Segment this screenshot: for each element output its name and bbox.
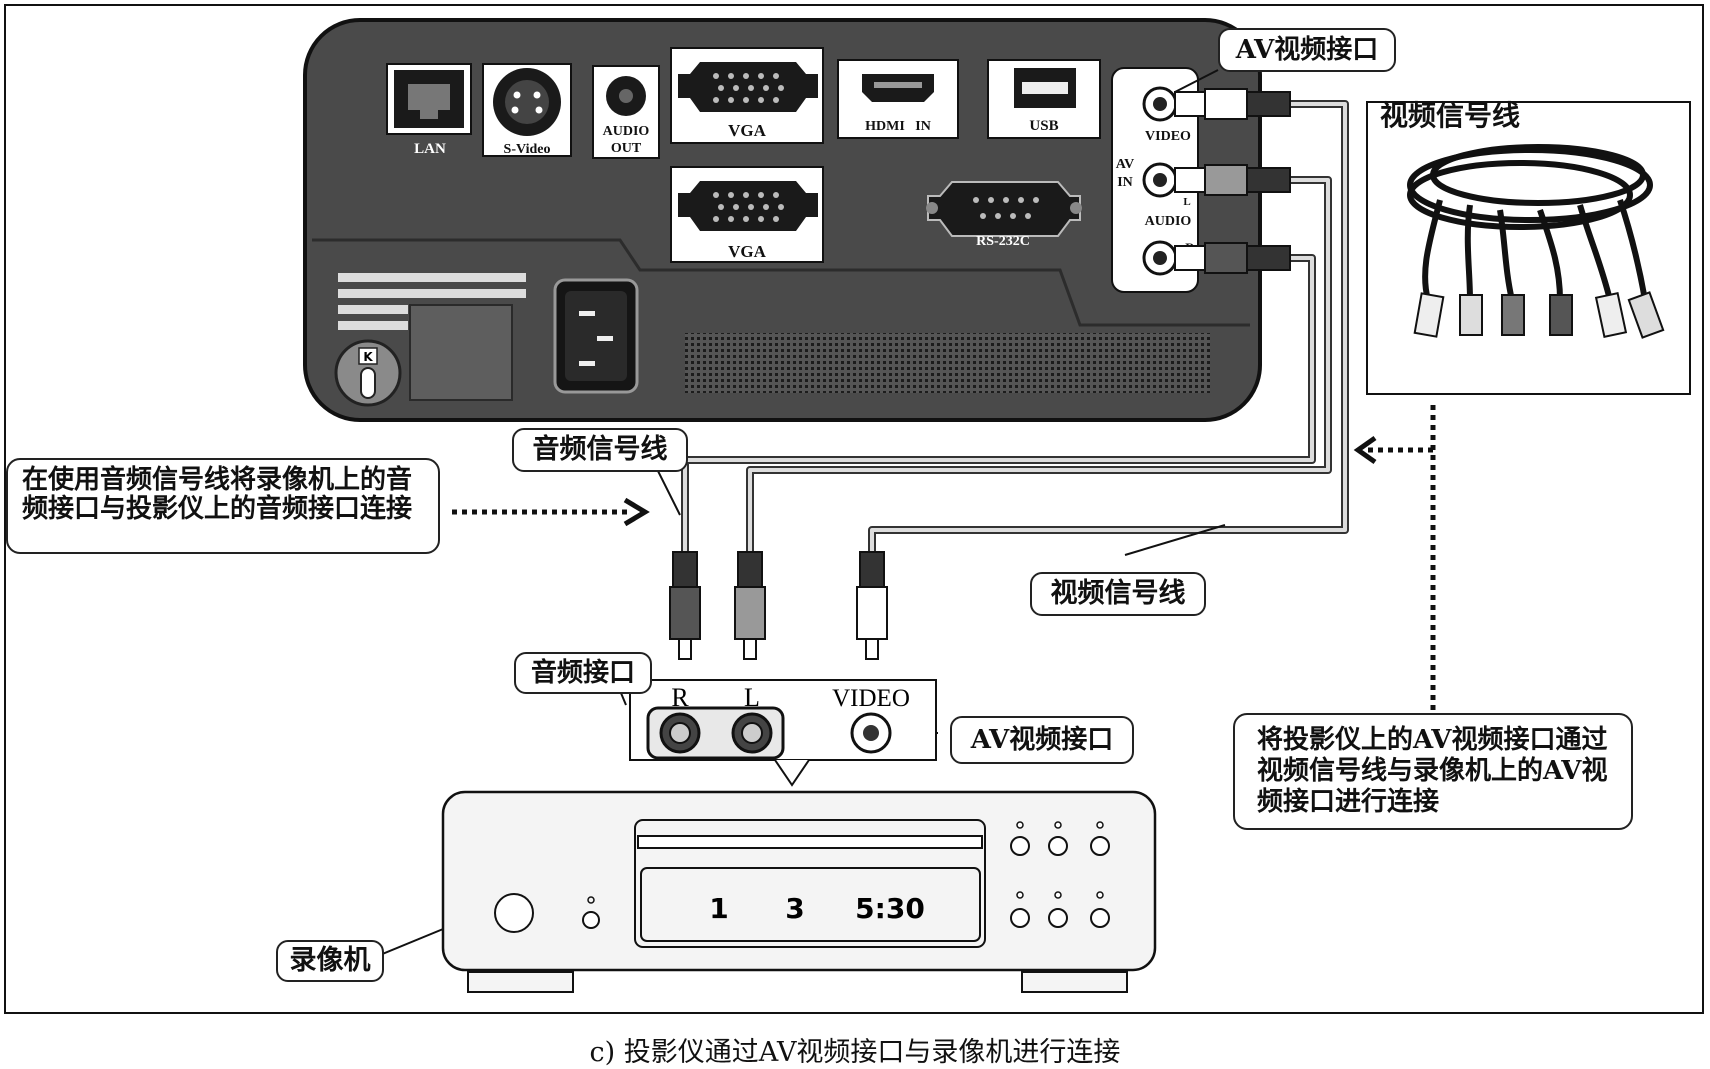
projector-rear-panel: K xyxy=(303,18,1262,422)
power-inlet-icon xyxy=(553,278,639,394)
vcr-audio-r-jack xyxy=(659,712,701,754)
video-jack-label: VIDEO xyxy=(1145,129,1191,144)
audio-out-port xyxy=(592,65,660,159)
rca-plug-audio-r-bottom xyxy=(669,551,701,660)
vent-grille xyxy=(685,333,1210,393)
vcr-audio-l-jack xyxy=(731,712,773,754)
callout-audio-port: 音频接口 xyxy=(514,652,652,694)
callout-av-video-port-projector: AV视频接口 xyxy=(1218,28,1396,72)
vcr-video-jack xyxy=(850,712,892,754)
audio-jack-label: AUDIO xyxy=(1145,214,1192,229)
svg-text:K: K xyxy=(363,350,373,364)
callout-audio-note: 在使用音频信号线将录像机上的音频接口与投影仪上的音频接口连接 xyxy=(6,458,440,554)
vcr-display-digit-2: 3 xyxy=(785,892,804,925)
audio-l-label: L xyxy=(1183,196,1190,208)
lan-port xyxy=(386,63,472,135)
audio-out-label-1: AUDIO xyxy=(603,124,650,139)
callout-video-cable-photo: 视频信号线 xyxy=(1380,99,1521,132)
vcr-display-digit-1: 1 xyxy=(709,892,728,925)
callout-av-video-port-vcr: AV视频接口 xyxy=(950,716,1134,764)
vcr-indicator-dot xyxy=(587,896,595,904)
vcr-tape-slot xyxy=(637,835,983,849)
callout-vcr: 录像机 xyxy=(276,940,384,982)
rca-plug-audio-l-bottom xyxy=(734,551,766,660)
audio-r-jack xyxy=(1142,240,1178,276)
usb-port xyxy=(987,59,1101,139)
audio-l-jack xyxy=(1142,162,1178,198)
panel-stripe xyxy=(338,321,408,330)
hdmi-in-port xyxy=(837,59,959,139)
figure-caption: c) 投影仪通过AV视频接口与录像机进行连接 xyxy=(589,1037,1121,1068)
panel-stripe xyxy=(338,305,408,314)
rca-plug-audio-r-top xyxy=(1174,242,1291,274)
arrow-video-note xyxy=(1353,405,1436,715)
vcr-body: 1 3 5:30 xyxy=(441,790,1157,993)
callout-video-cable: 视频信号线 xyxy=(1030,572,1206,616)
s-video-port xyxy=(482,63,572,157)
video-cable-photo xyxy=(1366,101,1691,395)
diagram-frame xyxy=(4,4,1704,1014)
vcr-video-label: VIDEO xyxy=(832,685,910,712)
rs232c-label: RS-232C xyxy=(976,234,1030,249)
usb-label: USB xyxy=(1029,118,1058,134)
rca-plug-video-bottom xyxy=(856,551,888,660)
vcr-connector-panel: R L VIDEO xyxy=(629,679,937,787)
rca-plug-audio-l-top xyxy=(1174,164,1291,196)
kensington-lock-icon: K xyxy=(334,339,402,407)
label-plate xyxy=(409,304,513,401)
rs232c-port xyxy=(926,181,1082,237)
av-in-label-2: IN xyxy=(1117,175,1133,190)
vcr-display xyxy=(640,867,981,942)
panel-stripe xyxy=(338,273,526,282)
lan-label: LAN xyxy=(414,141,446,157)
audio-out-label-2: OUT xyxy=(611,141,642,156)
vcr-power-button xyxy=(494,893,534,933)
vga-port-top xyxy=(670,47,824,144)
av-in-label-1: AV xyxy=(1116,157,1134,172)
panel-stripe xyxy=(338,289,526,298)
rca-plug-video-top xyxy=(1174,88,1291,120)
vcr-display-time: 5:30 xyxy=(855,892,925,925)
callout-audio-cable: 音频信号线 xyxy=(512,428,688,472)
vga-port-bottom xyxy=(670,166,824,263)
callout-video-note: 将投影仪上的AV视频接口通过视频信号线与录像机上的AV视频接口进行连接 xyxy=(1233,713,1633,830)
av-cables xyxy=(681,100,1349,555)
arrow-audio-note xyxy=(452,497,650,527)
vga-bottom-label: VGA xyxy=(728,242,767,261)
vcr-l-label: L xyxy=(744,683,760,712)
vcr-r-label: R xyxy=(671,683,689,712)
hdmi-in-label: HDMI IN xyxy=(865,119,931,134)
vga-top-label: VGA xyxy=(728,121,767,140)
vcr-control-buttons xyxy=(1010,821,1110,928)
video-jack xyxy=(1142,86,1178,122)
vcr-small-button xyxy=(582,911,600,929)
s-video-label: S-Video xyxy=(504,142,551,157)
